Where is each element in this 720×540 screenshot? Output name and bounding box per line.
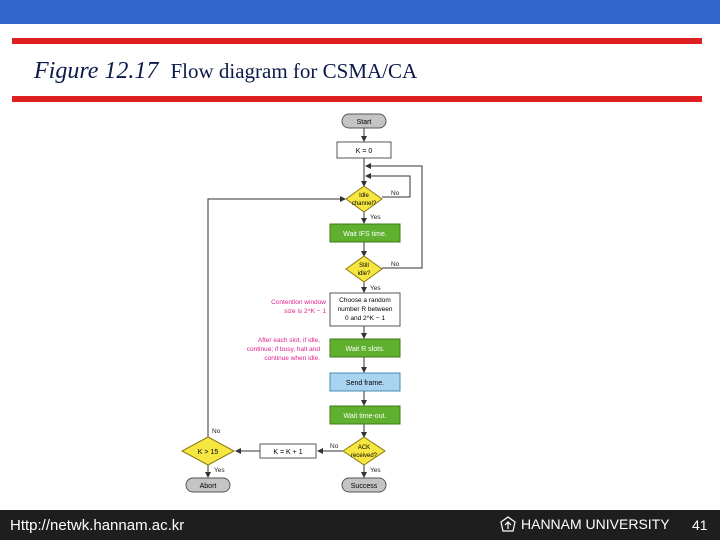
csma-ca-flow-diagram: Start Success Abort K = 0 Wait IFS time.… <box>180 113 423 493</box>
idle-label-2: channel? <box>352 201 377 207</box>
success-terminal <box>341 477 387 493</box>
slide-title: Figure 12.17 Flow diagram for CSMA/CA <box>34 58 417 90</box>
send-frame-label: Send frame. <box>346 380 384 387</box>
ack-received-decision <box>342 436 386 466</box>
k-no-label: No <box>212 428 221 435</box>
choose-label-1: Choose a random <box>339 297 391 304</box>
university-logo-icon <box>500 516 516 532</box>
start-label: Start <box>357 119 372 126</box>
edge-still-no <box>365 163 423 269</box>
ack-label-1: ACK <box>358 445 370 451</box>
k-yes-label: Yes <box>214 467 225 474</box>
slot-note-3: continue when idle. <box>264 355 320 362</box>
abort-label: Abort <box>200 483 217 490</box>
ack-yes-label: Yes <box>370 467 381 474</box>
still-no-label: No <box>391 261 400 268</box>
figure-label: Figure 12.17 <box>34 58 159 84</box>
abort-terminal <box>185 477 231 493</box>
choose-label-3: 0 and 2^K − 1 <box>345 315 385 322</box>
still-yes-label: Yes <box>370 285 381 292</box>
k-increment-label: K = K + 1 <box>273 449 302 456</box>
start-terminal <box>341 113 387 129</box>
title-rule-top <box>12 38 702 44</box>
ack-label-2: received? <box>351 453 378 459</box>
idle-no-label: No <box>391 190 400 197</box>
edge-idle-no <box>365 173 411 198</box>
footer-university: HANNAM UNIVERSITY <box>521 516 670 532</box>
still-label-2: idle? <box>358 271 371 277</box>
slot-note-2: continue; if busy, halt and <box>247 346 321 353</box>
ack-no-label: No <box>330 443 339 450</box>
wait-ifs-label: Wait IFS time. <box>343 231 387 238</box>
k-init-box <box>336 141 392 159</box>
k-limit-decision <box>180 436 236 466</box>
wait-ifs-box <box>329 223 401 243</box>
footer-bar: Http://netwk.hannam.ac.kr HANNAM UNIVERS… <box>0 510 720 540</box>
edge-k-no <box>207 196 346 437</box>
still-idle-decision <box>345 255 383 283</box>
wait-r-label: Wait R slots. <box>345 346 384 353</box>
cw-note-1: Contention window <box>271 299 326 306</box>
still-label-1: Still <box>359 263 369 269</box>
top-bar <box>0 0 720 24</box>
footer-url[interactable]: Http://netwk.hannam.ac.kr <box>10 517 185 534</box>
connectors <box>205 128 423 478</box>
choose-random-box <box>329 292 401 327</box>
cw-note-2: size is 2^K − 1 <box>284 308 326 315</box>
choose-label-2: number R between <box>338 306 393 313</box>
k-limit-label: K > 15 <box>198 449 219 456</box>
idle-channel-decision <box>345 185 383 213</box>
k-increment-box <box>259 443 317 459</box>
timeout-label: Wait time-out. <box>344 413 387 420</box>
idle-label-1: Idle <box>359 193 369 199</box>
page-number: 41 <box>692 517 708 533</box>
idle-yes-label: Yes <box>370 214 381 221</box>
wait-r-box <box>329 338 401 358</box>
slot-note-1: After each slot, if idle, <box>258 337 320 344</box>
k-init-label: K = 0 <box>356 148 373 155</box>
success-label: Success <box>351 483 378 490</box>
send-frame-box <box>329 372 401 392</box>
title-rule-bottom <box>12 96 702 102</box>
figure-caption: Flow diagram for CSMA/CA <box>170 59 418 83</box>
timeout-box <box>329 405 401 425</box>
